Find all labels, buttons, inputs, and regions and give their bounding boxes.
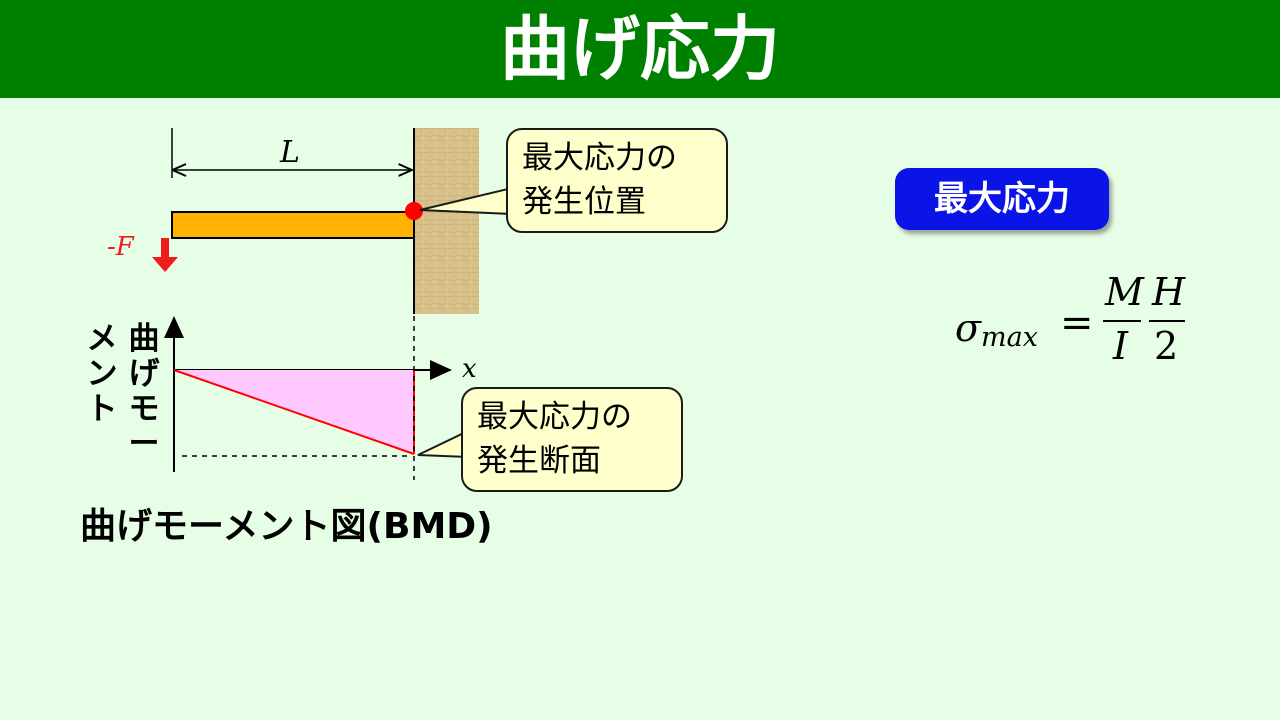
bmd-ylabel-char: メ (86, 321, 118, 357)
bmd-ylabel-char: ー (128, 426, 160, 462)
formula-equals: = (1060, 300, 1094, 346)
title-bar (0, 0, 1280, 98)
bmd-ylabel-char: ト (86, 391, 118, 427)
formula-denominator-i: I (1113, 324, 1129, 368)
callout-max-stress-section: 最大応力の 発生断面 (461, 387, 683, 492)
formula-fraction-bar-2 (1149, 320, 1185, 322)
bmd-ylabel-col-right: 曲げモー (124, 322, 164, 462)
bmd-moment-line (173, 369, 415, 455)
callout-section-line2: 発生断面 (477, 443, 601, 479)
fixed-wall (414, 128, 479, 314)
callout-section-line1: 最大応力の (477, 399, 632, 435)
bmd-title: 曲げモーメント図(BMD) (80, 506, 493, 547)
force-arrow-shaft (161, 238, 169, 258)
force-arrow-head (152, 257, 178, 272)
formula-fraction-bar-1 (1103, 320, 1141, 322)
formula-subscript: max (981, 322, 1038, 353)
callout-max-stress-position: 最大応力の 発生位置 (506, 128, 728, 233)
bmd-ylabel-char: モ (128, 391, 160, 427)
max-stress-badge: 最大応力 (895, 168, 1109, 230)
bmd-ylabel-char: 曲 (128, 321, 160, 357)
max-stress-point (405, 202, 423, 220)
cantilever-beam (171, 211, 415, 239)
x-axis-label: x (462, 354, 477, 384)
callout-position-line1: 最大応力の (522, 140, 677, 176)
formula-sigma: σ (955, 306, 981, 350)
formula-denominator-2: 2 (1154, 324, 1179, 368)
page-title: 曲げ応力 (500, 8, 780, 90)
formula-numerator-h: H (1152, 270, 1186, 314)
force-label: -F (107, 232, 135, 262)
bmd-ylabel-char: ン (86, 356, 118, 392)
formula-numerator-m: M (1105, 270, 1144, 314)
length-label: L (279, 135, 300, 170)
bmd-ylabel-char: げ (128, 356, 160, 392)
bmd-ylabel-col-left: メント (82, 322, 122, 427)
callout-position-line2: 発生位置 (522, 184, 646, 220)
